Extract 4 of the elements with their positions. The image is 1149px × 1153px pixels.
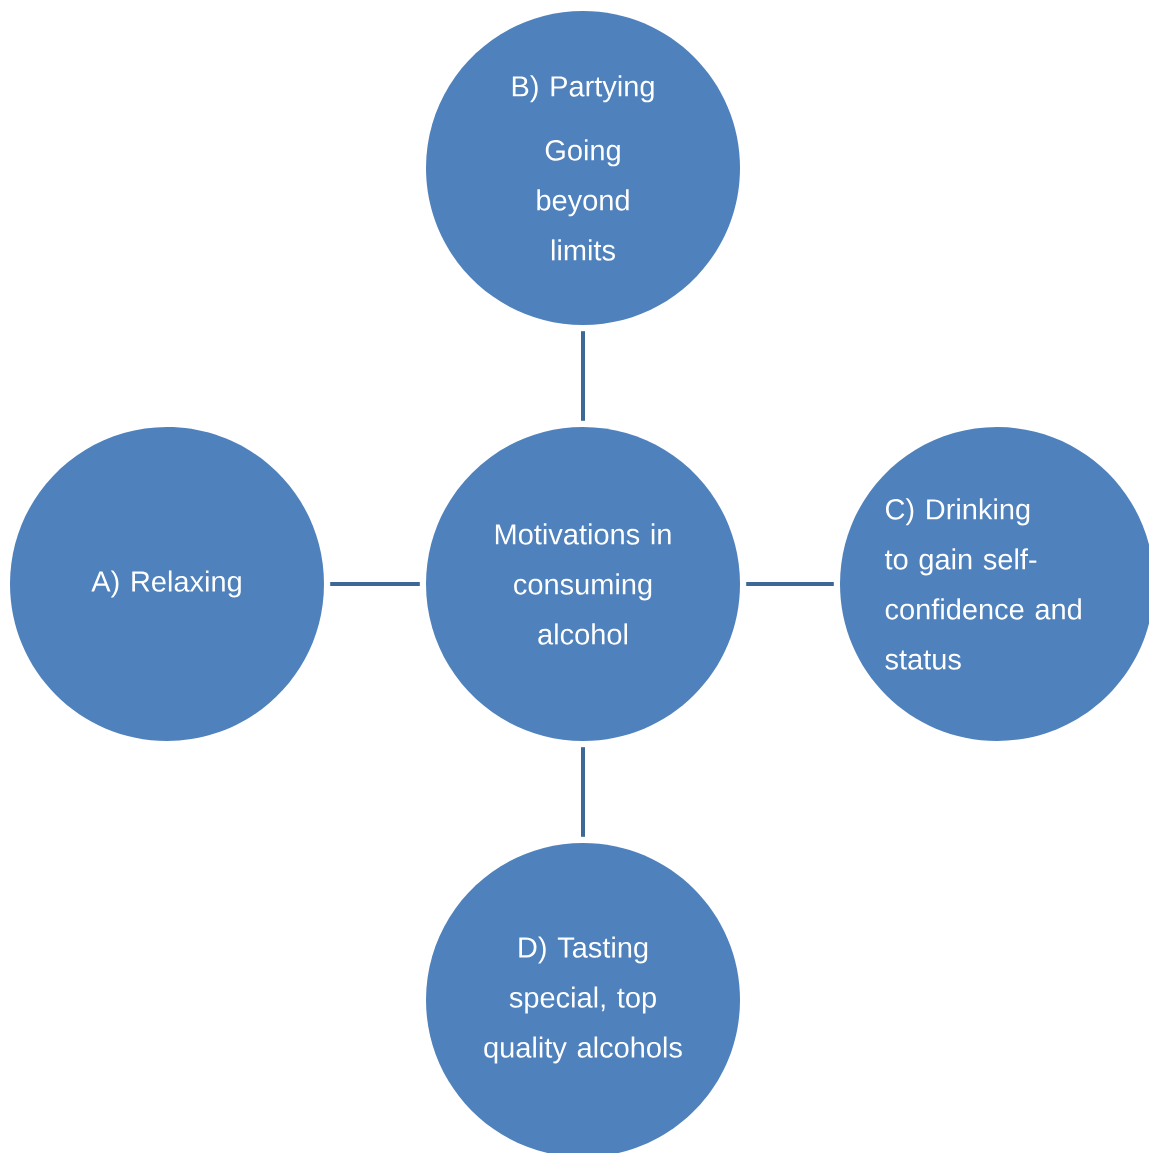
connector-line bbox=[581, 747, 585, 837]
connector-line bbox=[746, 582, 834, 586]
connector-line bbox=[581, 331, 585, 421]
connector-line bbox=[330, 582, 420, 586]
